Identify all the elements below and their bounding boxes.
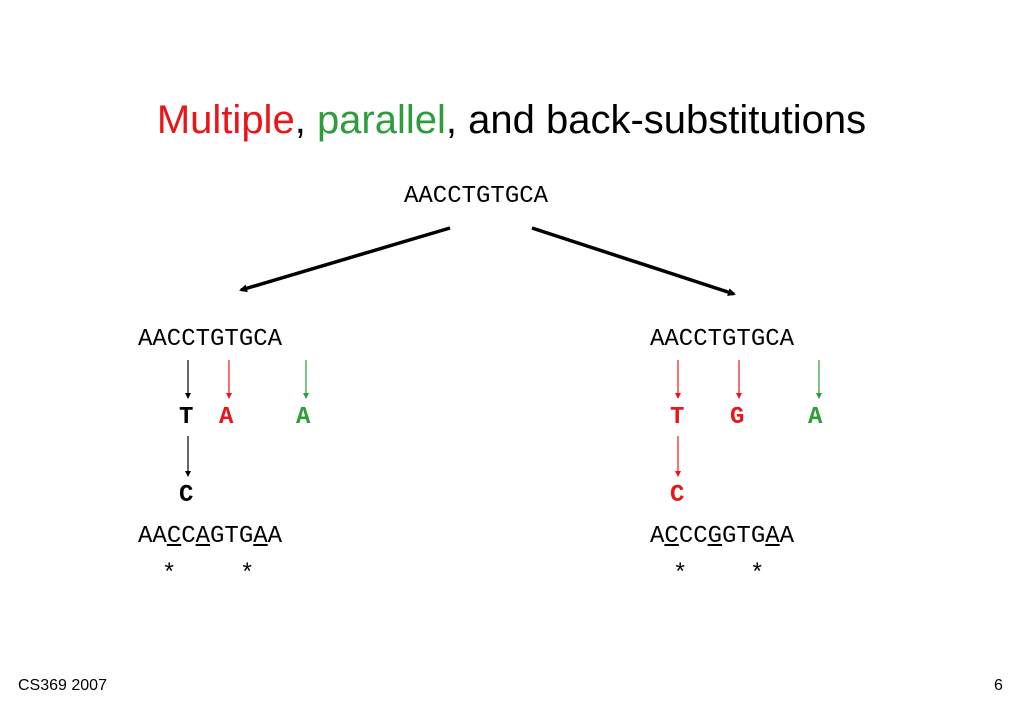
title-rest: , and back-substitutions bbox=[445, 98, 867, 142]
left-star-2: * bbox=[240, 561, 255, 588]
left-sub-c: C bbox=[179, 482, 194, 509]
right-sub-g: G bbox=[730, 404, 745, 431]
footer-page-number: 6 bbox=[994, 677, 1003, 694]
footer-course: CS369 2007 bbox=[18, 677, 107, 694]
branch-right-arrow bbox=[531, 226, 736, 296]
left-result-part: GTG bbox=[210, 523, 254, 550]
slide-title: Multiple, parallel, and back-substitutio… bbox=[0, 98, 1023, 143]
left-result-underlined: C bbox=[166, 523, 182, 550]
right-sequence: AACCTGTGCA bbox=[650, 326, 795, 353]
right-star-1: * bbox=[673, 561, 688, 588]
left-result-part: A bbox=[267, 523, 283, 550]
branch-left-arrow bbox=[239, 226, 451, 293]
title-multiple: Multiple bbox=[156, 98, 295, 142]
left-star-1: * bbox=[162, 561, 177, 588]
left-result-part: C bbox=[181, 523, 196, 550]
right-result-underlined: A bbox=[765, 523, 780, 550]
title-sep1: , bbox=[294, 98, 317, 142]
right-result-part: A bbox=[779, 523, 795, 550]
left-sub-a-red: A bbox=[219, 404, 234, 431]
right-result-part: A bbox=[650, 523, 665, 550]
right-result-part: GTG bbox=[722, 523, 766, 550]
left-result-part: AA bbox=[138, 523, 167, 550]
right-sub-t: T bbox=[670, 404, 685, 431]
right-result-part: CC bbox=[678, 523, 708, 550]
root-sequence: AACCTGTGCA bbox=[404, 183, 549, 210]
right-star-2: * bbox=[750, 561, 765, 588]
left-sequence: AACCTGTGCA bbox=[138, 326, 283, 353]
right-result-underlined: G bbox=[707, 523, 723, 550]
right-sub-c: C bbox=[670, 482, 685, 509]
right-result-underlined: C bbox=[664, 523, 679, 550]
left-sub-t: T bbox=[179, 404, 194, 431]
left-result-sequence: AACCAGTGAA bbox=[138, 523, 282, 551]
left-result-underlined: A bbox=[195, 523, 211, 550]
left-result-underlined: A bbox=[253, 523, 268, 550]
right-result-sequence: ACCCGGTGAA bbox=[650, 523, 794, 551]
title-parallel: parallel bbox=[316, 98, 446, 142]
right-sub-a: A bbox=[808, 404, 823, 431]
left-sub-a-green: A bbox=[296, 404, 311, 431]
